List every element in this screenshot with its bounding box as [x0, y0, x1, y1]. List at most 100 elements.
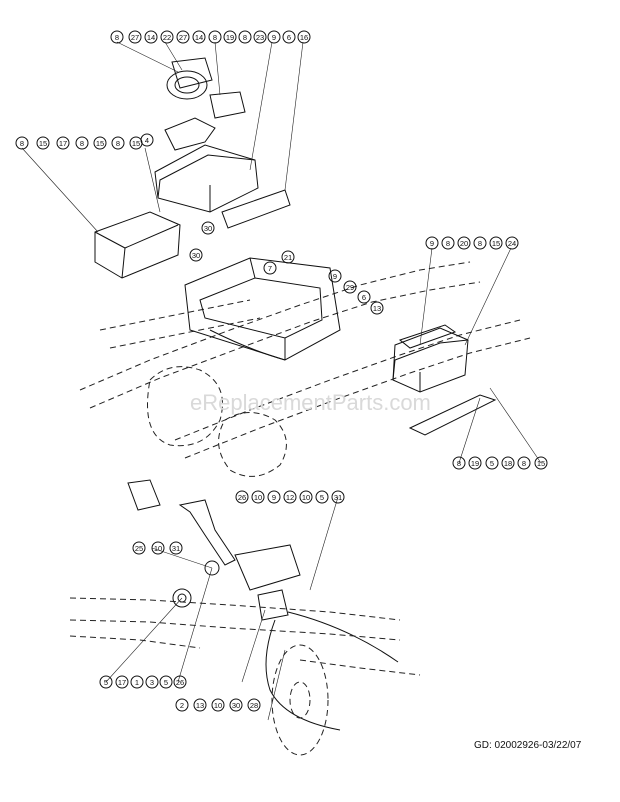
- callout[interactable]: 5: [485, 456, 499, 470]
- svg-text:22: 22: [163, 33, 171, 42]
- callout[interactable]: 31: [169, 541, 183, 555]
- callout[interactable]: 14: [192, 30, 206, 44]
- svg-text:7: 7: [268, 264, 272, 273]
- callout[interactable]: 31: [331, 490, 345, 504]
- callout[interactable]: 15: [534, 456, 548, 470]
- callout[interactable]: 30: [229, 698, 243, 712]
- tray-assembly: [94, 211, 181, 279]
- callout[interactable]: 10: [211, 698, 225, 712]
- callout[interactable]: 1: [130, 675, 144, 689]
- callout[interactable]: 19: [468, 456, 482, 470]
- callout[interactable]: 15: [489, 236, 503, 250]
- callout[interactable]: 17: [115, 675, 129, 689]
- callout[interactable]: 19: [223, 30, 237, 44]
- svg-text:27: 27: [179, 33, 187, 42]
- callout[interactable]: 15: [129, 136, 143, 150]
- callout[interactable]: 27: [176, 30, 190, 44]
- callout[interactable]: 24: [505, 236, 519, 250]
- svg-text:13: 13: [373, 304, 381, 313]
- right-console-assembly: [392, 324, 497, 436]
- callout[interactable]: 10: [151, 541, 165, 555]
- callout[interactable]: 6: [357, 290, 371, 304]
- callout[interactable]: 30: [189, 248, 203, 262]
- callout[interactable]: 3: [145, 675, 159, 689]
- dash-bracket-assembly: [154, 57, 291, 229]
- callout[interactable]: 8: [473, 236, 487, 250]
- callout[interactable]: 8: [208, 30, 222, 44]
- callout[interactable]: 8: [111, 136, 125, 150]
- callout[interactable]: 6: [282, 30, 296, 44]
- svg-text:10: 10: [254, 493, 262, 502]
- callout[interactable]: 27: [128, 30, 142, 44]
- callout[interactable]: 5: [159, 675, 173, 689]
- svg-text:2: 2: [180, 701, 184, 710]
- svg-text:3: 3: [150, 678, 154, 687]
- callout[interactable]: 18: [501, 456, 515, 470]
- callout[interactable]: 8: [517, 456, 531, 470]
- svg-text:6: 6: [287, 33, 291, 42]
- svg-text:15: 15: [492, 239, 500, 248]
- callout[interactable]: 5: [315, 490, 329, 504]
- svg-text:30: 30: [232, 701, 240, 710]
- svg-text:27: 27: [131, 33, 139, 42]
- callout[interactable]: 14: [144, 30, 158, 44]
- svg-text:8: 8: [80, 139, 84, 148]
- callout[interactable]: 9: [267, 490, 281, 504]
- callout[interactable]: 8: [110, 30, 124, 44]
- callout[interactable]: 20: [457, 236, 471, 250]
- svg-text:8: 8: [115, 33, 119, 42]
- frame-rails-upper: [79, 261, 531, 477]
- svg-text:8: 8: [446, 239, 450, 248]
- callout[interactable]: 8: [452, 456, 466, 470]
- callout[interactable]: 15: [93, 136, 107, 150]
- callout[interactable]: 9: [425, 236, 439, 250]
- svg-text:15: 15: [39, 139, 47, 148]
- svg-text:23: 23: [256, 33, 264, 42]
- callout[interactable]: 9: [267, 30, 281, 44]
- callout[interactable]: 17: [56, 136, 70, 150]
- callout[interactable]: 29: [343, 280, 357, 294]
- callout[interactable]: 13: [370, 301, 384, 315]
- callout[interactable]: 9: [328, 269, 342, 283]
- callout[interactable]: 2: [175, 698, 189, 712]
- callout[interactable]: 8: [441, 236, 455, 250]
- callout[interactable]: 8: [15, 136, 29, 150]
- callout[interactable]: 8: [75, 136, 89, 150]
- callout[interactable]: 10: [299, 490, 313, 504]
- callout[interactable]: 21: [281, 250, 295, 264]
- callout[interactable]: 25: [132, 541, 146, 555]
- callout[interactable]: 12: [283, 490, 297, 504]
- callout[interactable]: 28: [247, 698, 261, 712]
- callout[interactable]: 5: [99, 675, 113, 689]
- svg-text:1: 1: [135, 678, 139, 687]
- svg-text:25: 25: [135, 544, 143, 553]
- callout[interactable]: 7: [263, 261, 277, 275]
- callout[interactable]: 8: [238, 30, 252, 44]
- callout[interactable]: 16: [297, 30, 311, 44]
- callout[interactable]: 4: [140, 133, 154, 147]
- document-id: GD: 02002926-03/22/07: [474, 740, 582, 751]
- svg-text:10: 10: [302, 493, 310, 502]
- callout[interactable]: 15: [36, 136, 50, 150]
- svg-text:9: 9: [333, 272, 337, 281]
- svg-text:12: 12: [286, 493, 294, 502]
- callout[interactable]: 23: [253, 30, 267, 44]
- svg-text:4: 4: [145, 136, 149, 145]
- callout[interactable]: 30: [201, 221, 215, 235]
- callout[interactable]: 22: [160, 30, 174, 44]
- svg-text:8: 8: [213, 33, 217, 42]
- callout[interactable]: 26: [173, 675, 187, 689]
- svg-text:5: 5: [164, 678, 168, 687]
- svg-text:5: 5: [320, 493, 324, 502]
- svg-text:6: 6: [362, 293, 366, 302]
- svg-text:18: 18: [504, 459, 512, 468]
- svg-text:9: 9: [272, 493, 276, 502]
- callout[interactable]: 13: [193, 698, 207, 712]
- callout[interactable]: 26: [235, 490, 249, 504]
- callout[interactable]: 10: [251, 490, 265, 504]
- svg-text:10: 10: [214, 701, 222, 710]
- svg-text:13: 13: [196, 701, 204, 710]
- svg-text:15: 15: [96, 139, 104, 148]
